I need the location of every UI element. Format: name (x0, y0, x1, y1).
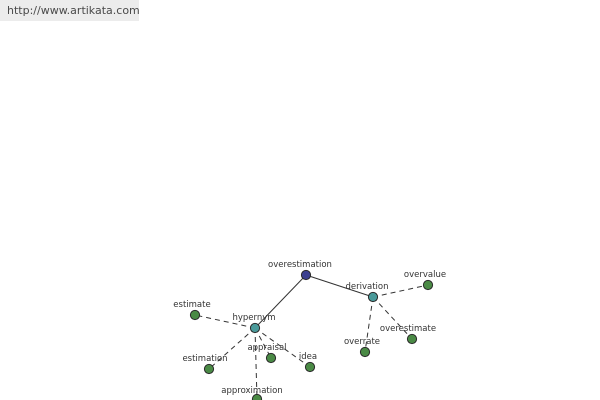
source-url-bar: http://www.artikata.com (0, 0, 140, 21)
edge-hypernym-appraisal (254, 327, 272, 359)
node-label-overestimation: overestimation (268, 260, 332, 270)
edge-hypernym-approximation (254, 327, 258, 400)
node-estimate[interactable] (189, 309, 201, 321)
node-label-derivation: derivation (345, 282, 388, 292)
edge-derivation-overestimate (372, 296, 413, 340)
node-overestimate[interactable] (406, 333, 418, 345)
node-hypernym[interactable] (249, 322, 261, 334)
edge-hypernym-estimation (208, 327, 256, 370)
node-label-overestimate: overestimate (380, 324, 436, 334)
edge-derivation-overvalue (372, 284, 429, 298)
node-approximation[interactable] (251, 393, 263, 400)
edge-overestimation-derivation (305, 274, 374, 298)
edge-derivation-overrate (364, 296, 374, 353)
node-estimation[interactable] (203, 363, 215, 375)
node-label-approximation: approximation (221, 386, 282, 396)
node-overvalue[interactable] (422, 279, 434, 291)
nodes-layer (189, 269, 434, 400)
node-label-estimation: estimation (182, 354, 227, 364)
labels-layer: overestimation derivation hypernym overvalu… (173, 260, 446, 396)
edge-hypernym-estimate (194, 314, 256, 329)
node-label-hypernym: hypernym (232, 313, 275, 323)
node-appraisal[interactable] (265, 352, 277, 364)
edge-overestimation-hypernym (254, 274, 307, 329)
node-overrate[interactable] (359, 346, 371, 358)
edges-layer (194, 274, 429, 400)
node-derivation[interactable] (367, 291, 379, 303)
node-label-overvalue: overvalue (404, 270, 446, 280)
node-label-overrate: overrate (344, 337, 380, 347)
node-idea[interactable] (304, 361, 316, 373)
node-label-idea: idea (299, 352, 317, 362)
edge-hypernym-idea (254, 327, 311, 368)
node-overestimation[interactable] (300, 269, 312, 281)
node-label-appraisal: appraisal (247, 343, 286, 353)
node-label-estimate: estimate (173, 300, 210, 310)
